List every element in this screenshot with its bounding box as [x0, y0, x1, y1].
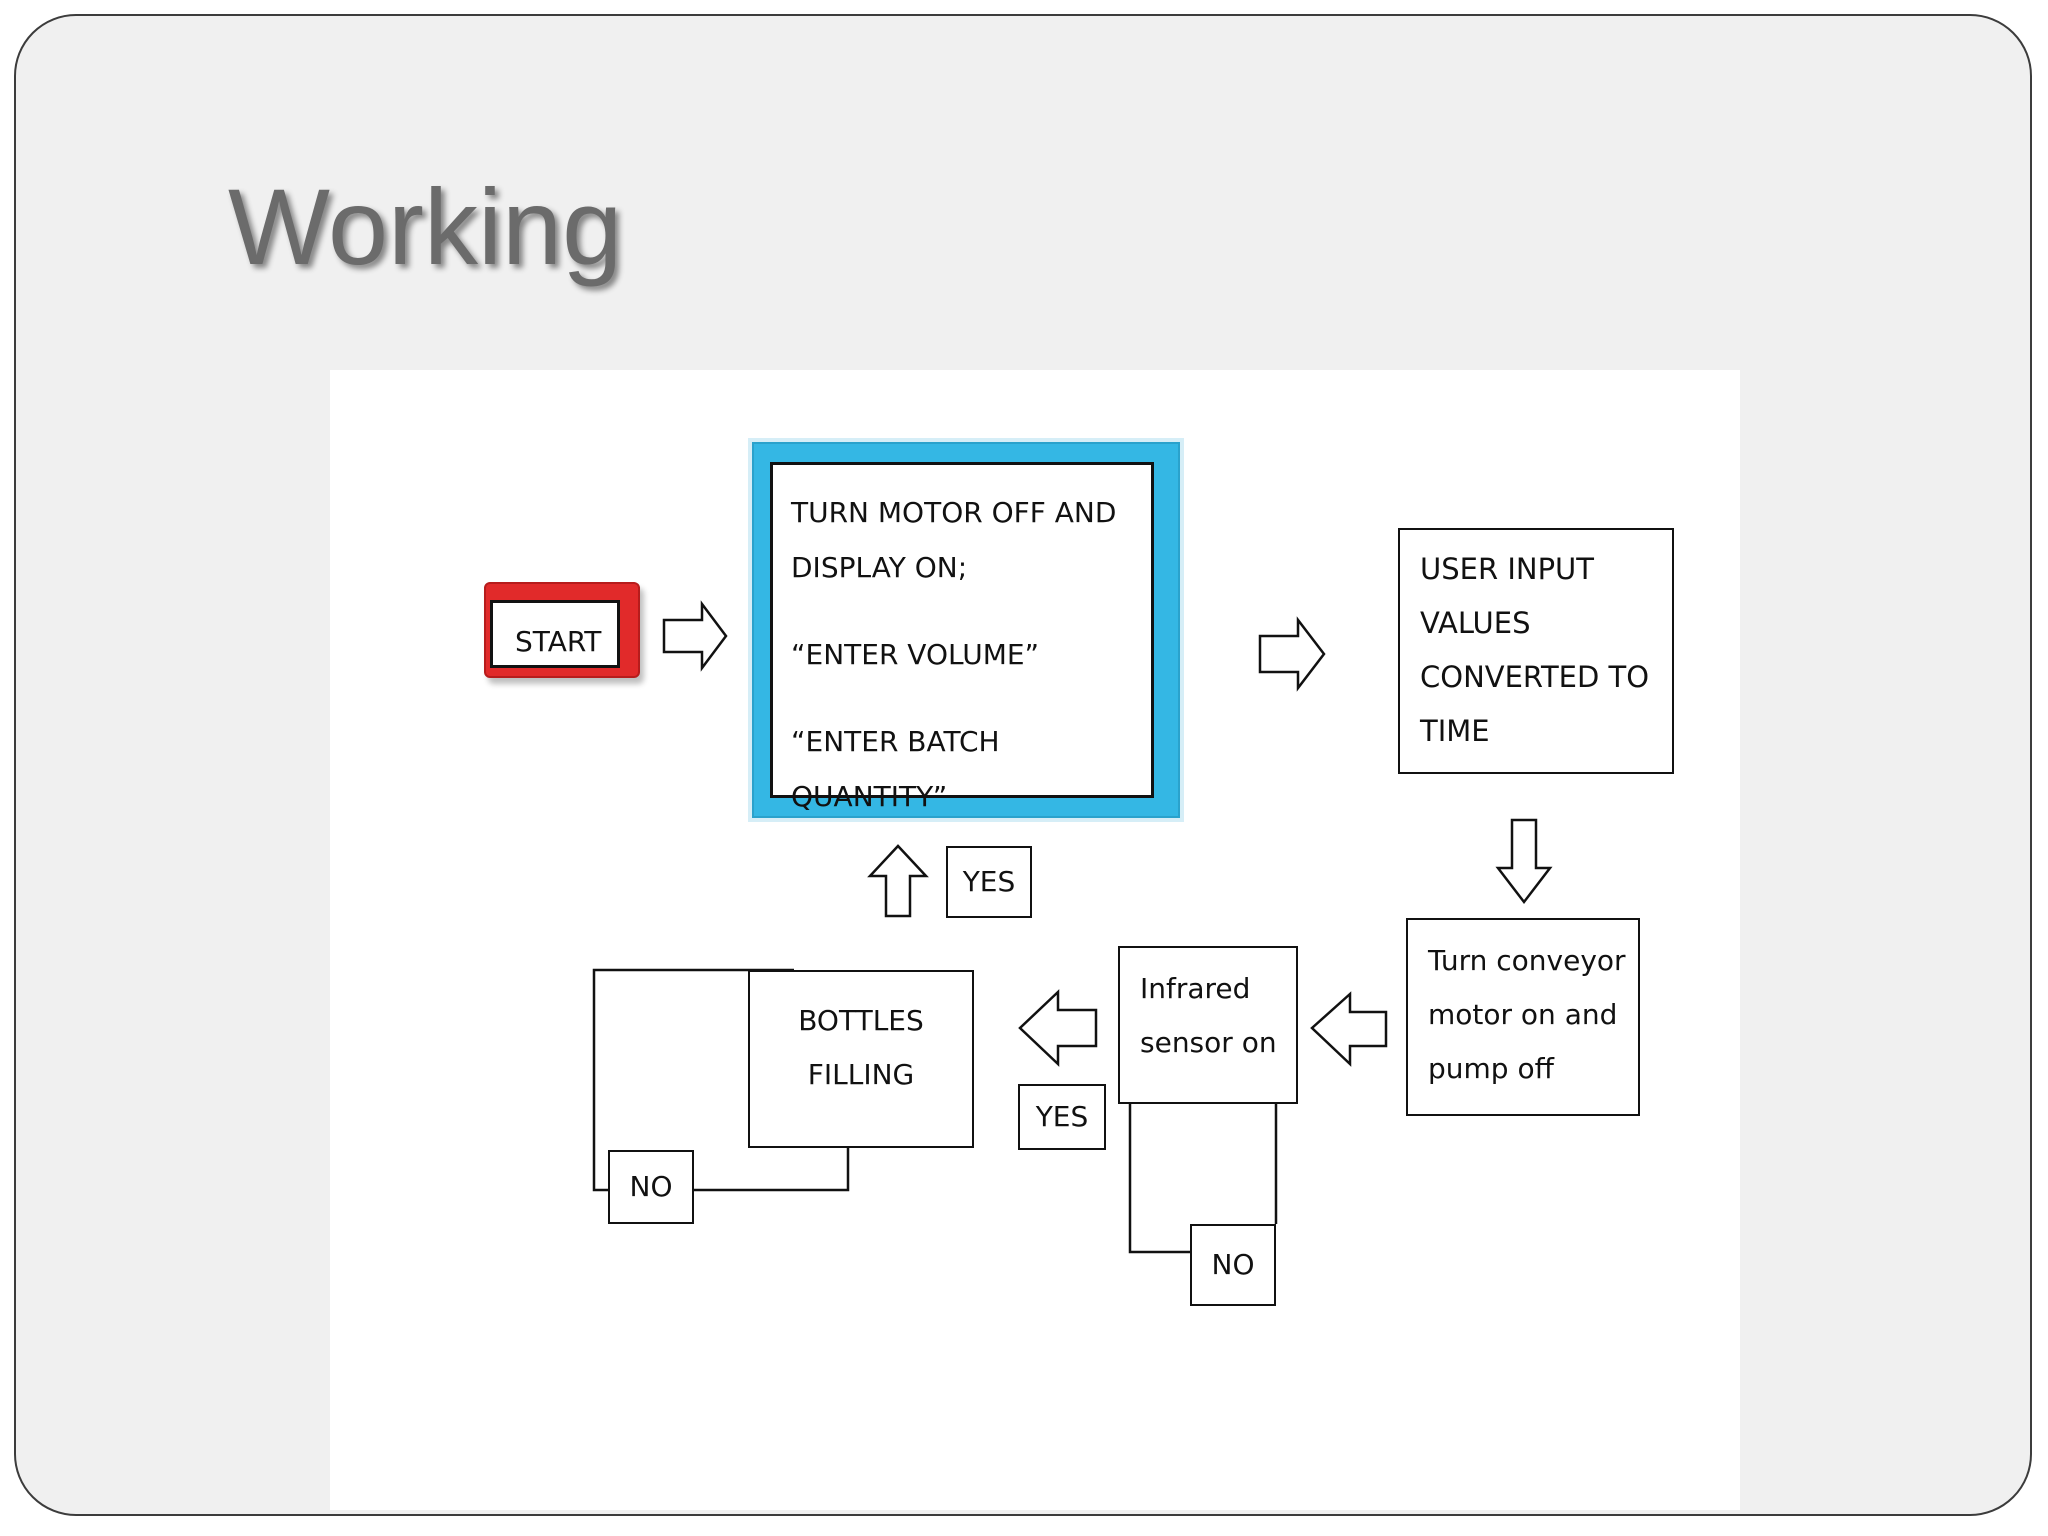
conveyor-step-box: Turn conveyor motor on and pump off — [1406, 918, 1640, 1116]
display-step-line: TURN MOTOR OFF AND — [791, 496, 1117, 529]
input-step-box: USER INPUT VALUES CONVERTED TO TIME — [1398, 528, 1674, 774]
slide-title: Working — [228, 166, 623, 287]
conveyor-step-line: Turn conveyor — [1428, 944, 1626, 977]
input-step-line: CONVERTED TO — [1420, 660, 1650, 694]
conveyor-step-line: pump off — [1428, 1052, 1554, 1085]
yes-label: YES — [946, 846, 1032, 918]
yes-label: YES — [1018, 1084, 1106, 1150]
filling-step-line: FILLING — [807, 1058, 915, 1091]
filling-step-line: BOTTLES — [798, 1004, 924, 1037]
sensor-step-line: Infrared — [1140, 972, 1251, 1005]
input-step-line: USER INPUT — [1420, 552, 1594, 586]
display-step-box: TURN MOTOR OFF AND DISPLAY ON; “ENTER VO… — [770, 462, 1154, 813]
sensor-step-box: Infrared sensor on — [1118, 946, 1298, 1104]
start-label: START — [490, 600, 620, 668]
filling-step-box: BOTTLES FILLING — [748, 970, 974, 1148]
no-label: NO — [608, 1150, 694, 1224]
display-step-line: “ENTER VOLUME” — [791, 638, 1040, 671]
no-label: NO — [1190, 1224, 1276, 1306]
display-step-line: DISPLAY ON; — [791, 551, 968, 584]
sensor-step-line: sensor on — [1140, 1026, 1277, 1059]
input-step-line: TIME — [1420, 714, 1490, 748]
input-step-line: VALUES — [1420, 606, 1531, 640]
display-step-line: “ENTER BATCH QUANTITY” — [791, 725, 1000, 813]
conveyor-step-line: motor on and — [1428, 998, 1618, 1031]
